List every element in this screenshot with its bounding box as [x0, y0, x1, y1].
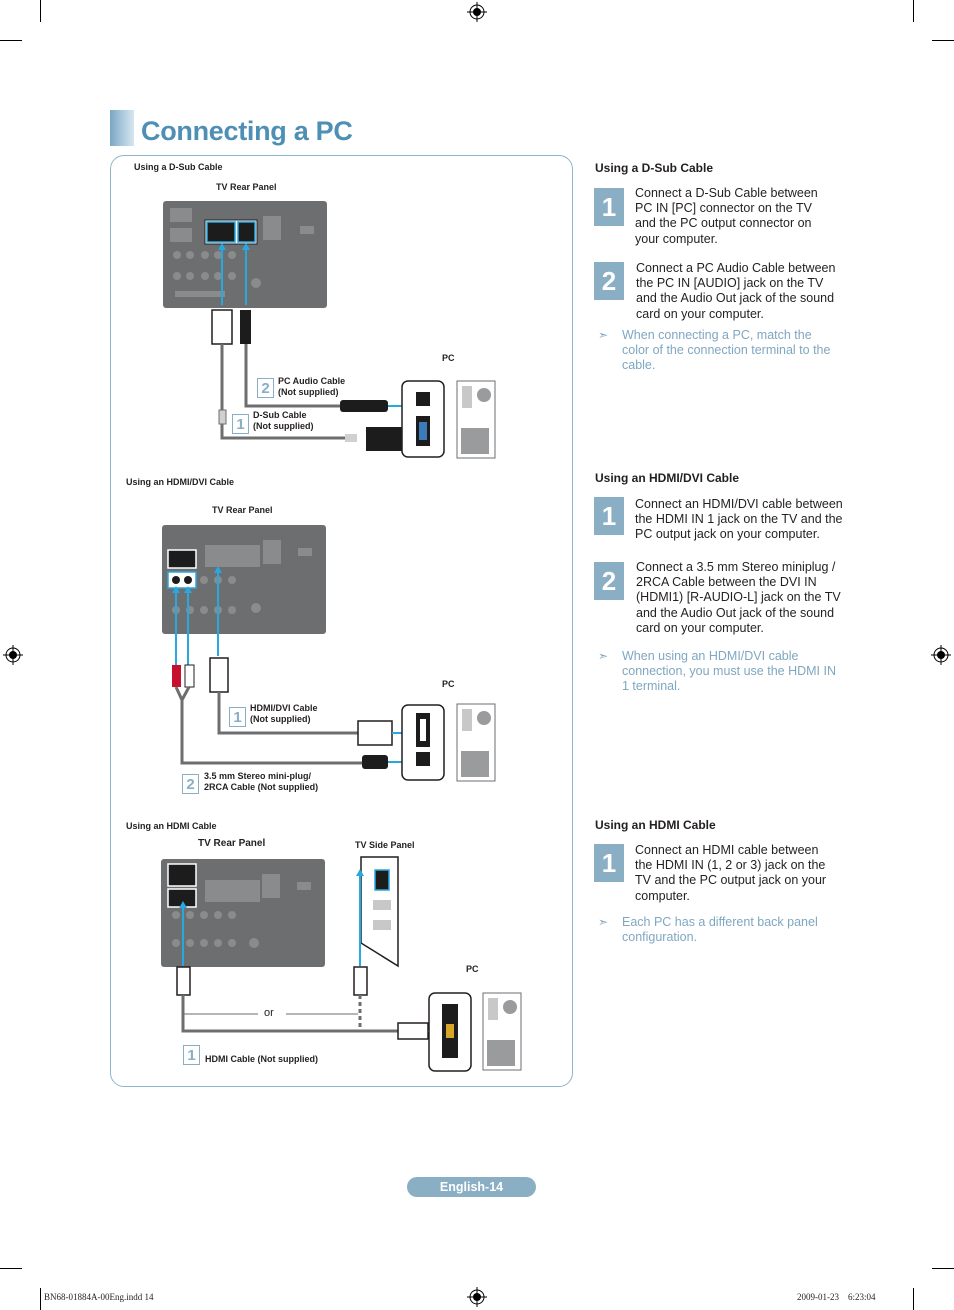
note-arrow-icon: ➣ — [598, 649, 609, 663]
timestamp: 2009-01-23 6:23:04 — [797, 1292, 876, 1302]
registration-mark-icon — [931, 645, 951, 665]
crop-mark — [0, 40, 22, 41]
hdmidvi-diagram-heading: Using an HDMI/DVI Cable — [126, 477, 235, 487]
hdmidvi-panel-label: TV Rear Panel — [212, 505, 273, 515]
section-note: When connecting a PC, match the color of… — [622, 328, 831, 373]
hdmi-pc-label: PC — [466, 964, 479, 974]
dsub-cable2-label-line1: PC Audio Cable — [278, 376, 346, 386]
page-number-pill: English-14 — [407, 1177, 536, 1197]
note-arrow-icon: ➣ — [598, 915, 609, 929]
dsub-panel-label: TV Rear Panel — [216, 182, 277, 192]
file-info: BN68-01884A-00Eng.indd 14 — [44, 1292, 154, 1302]
crop-mark — [40, 0, 41, 22]
page-title: Connecting a PC — [141, 116, 353, 146]
hdmi-cable1-label: HDMI Cable (Not supplied) — [205, 1054, 318, 1064]
section-heading-hdmidvi: Using an HDMI/DVI Cable — [595, 471, 740, 485]
hdmi-panel-label: TV Rear Panel — [198, 838, 266, 849]
hdmi-or-label: or — [264, 1007, 274, 1019]
diagram-frame — [110, 155, 573, 1087]
pc-in-port-highlight — [206, 221, 236, 243]
step-number: 2 — [594, 262, 624, 300]
crop-mark — [913, 0, 914, 22]
registration-mark-icon — [467, 1287, 487, 1307]
hdmidvi-cable1-badge: 1 — [229, 707, 246, 727]
section-note: Each PC has a different back panel confi… — [622, 915, 818, 945]
section-note: When using an HDMI/DVI cable connection,… — [622, 649, 836, 694]
step-text: Connect an HDMI/DVI cable between the HD… — [635, 497, 843, 542]
hdmi-side-panel-label: TV Side Panel — [355, 840, 415, 850]
dsub-cable1-label-line1: D-Sub Cable — [253, 410, 307, 420]
dsub-pc-label: PC — [442, 353, 455, 363]
registration-mark-icon — [467, 2, 487, 22]
crop-mark — [932, 40, 954, 41]
crop-mark — [0, 1268, 22, 1269]
hdmidvi-cable1-label-line2: (Not supplied) — [250, 714, 311, 724]
hdmi-diagram-heading: Using an HDMI Cable — [126, 821, 217, 831]
hdmidvi-cable2-label-line1: 3.5 mm Stereo mini-plug/ — [204, 771, 312, 781]
registration-mark-icon — [3, 645, 23, 665]
hdmidvi-cable2-label-line2: 2RCA Cable (Not supplied) — [204, 782, 319, 792]
hdmi-cable1-badge: 1 — [183, 1045, 200, 1065]
step-text: Connect a PC Audio Cable between the PC … — [636, 261, 836, 321]
step-number: 1 — [594, 844, 624, 882]
step-number: 2 — [594, 562, 624, 600]
hdmidvi-cable1-label-line1: HDMI/DVI Cable — [250, 703, 318, 713]
dsub-cable2-label-line2: (Not supplied) — [278, 387, 339, 397]
step-number: 1 — [594, 188, 624, 226]
crop-mark — [40, 1288, 41, 1310]
hdmidvi-pc-label: PC — [442, 679, 455, 689]
dsub-diagram-heading: Using a D-Sub Cable — [134, 162, 223, 172]
crop-mark — [932, 1268, 954, 1269]
crop-mark — [913, 1288, 914, 1310]
section-heading-hdmi: Using an HDMI Cable — [595, 818, 716, 832]
step-text: Connect a D-Sub Cable between PC IN [PC]… — [635, 186, 818, 246]
hdmidvi-cable2-badge: 2 — [182, 774, 199, 794]
note-arrow-icon: ➣ — [598, 328, 609, 342]
step-number: 1 — [594, 497, 624, 535]
dsub-cable1-badge: 1 — [232, 414, 249, 434]
step-text: Connect an HDMI cable between the HDMI I… — [635, 843, 827, 903]
step-text: Connect a 3.5 mm Stereo miniplug / 2RCA … — [636, 560, 841, 635]
dsub-cable1-label-line2: (Not supplied) — [253, 421, 314, 431]
title-accent-bar — [110, 110, 134, 146]
section-heading-dsub: Using a D-Sub Cable — [595, 161, 714, 175]
dsub-cable2-badge: 2 — [257, 378, 274, 398]
